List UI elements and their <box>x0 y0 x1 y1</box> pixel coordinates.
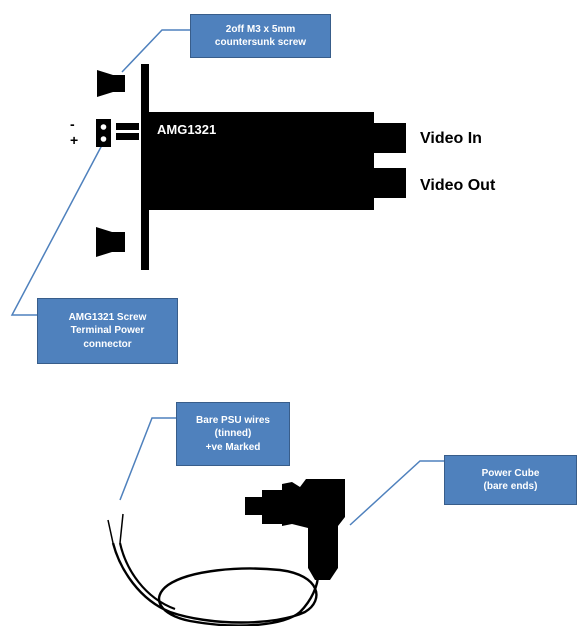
terminal-callout: AMG1321 Screw Terminal Power connector <box>37 298 178 364</box>
device-label: AMG1321 <box>157 122 217 137</box>
psu-wires-leader-line <box>119 417 176 501</box>
video-in-label: Video In <box>420 130 482 147</box>
psu-wire-ends <box>107 513 124 544</box>
amg1321-device-body <box>149 112 374 210</box>
psu-cable-second-core <box>118 542 176 611</box>
polarity-plus: + <box>70 132 79 148</box>
video-in-connector <box>374 123 406 153</box>
screws-leader-line <box>121 29 190 73</box>
power-cube-leader-line <box>349 460 444 526</box>
polarity-minus: - <box>70 116 75 132</box>
psu-wires-callout: Bare PSU wires (tinned) +ve Marked <box>176 402 290 466</box>
terminal-leader-line <box>10 144 103 316</box>
mounting-bracket <box>141 64 149 270</box>
video-out-label: Video Out <box>420 177 496 194</box>
power-cube-callout: Power Cube (bare ends) <box>444 455 577 505</box>
top-screw <box>97 70 125 97</box>
power-cube <box>245 479 345 580</box>
screw-terminal-connector <box>96 119 139 147</box>
screws-callout: 2off M3 x 5mm countersunk screw <box>190 14 331 58</box>
bottom-screw <box>96 227 125 257</box>
psu-cable <box>111 542 320 626</box>
video-out-connector <box>374 168 406 198</box>
